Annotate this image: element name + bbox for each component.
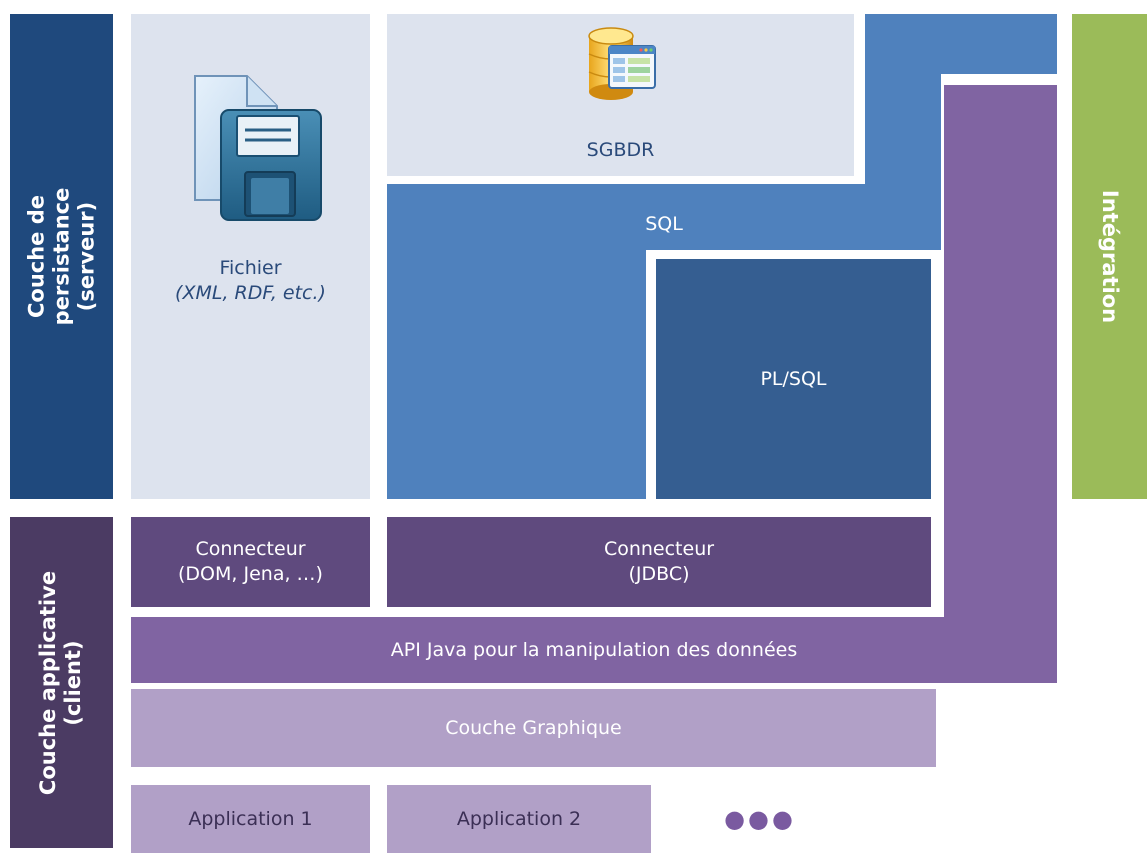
- applicative-label-line2: (client): [61, 639, 86, 726]
- applicative-layer-label: Couche applicative (client): [10, 517, 113, 848]
- application-2: Application 2: [387, 785, 651, 853]
- connector-db-detail: (JDBC): [628, 563, 690, 585]
- gui-layer: Couche Graphique: [131, 689, 936, 767]
- persistence-layer-label: Couche de persistance (serveur): [10, 14, 113, 499]
- database-table-icon: [585, 26, 659, 102]
- file-storage-panel: Fichier (XML, RDF, etc.): [131, 14, 370, 499]
- api-java-band: API Java pour la manipulation des donnée…: [131, 617, 1057, 683]
- floppy-file-icon: [193, 74, 325, 224]
- integration-vertical-bar: [944, 85, 1057, 683]
- more-applications-indicator: ●●●: [724, 805, 796, 833]
- integration-label: Intégration: [1072, 14, 1147, 499]
- application-1: Application 1: [131, 785, 370, 853]
- sql-left-column: [387, 250, 646, 499]
- connector-file-title: Connecteur: [195, 538, 306, 560]
- persistence-label-line2: persistance: [49, 187, 73, 326]
- sql-top-arm: [865, 14, 1057, 74]
- sql-band: [387, 184, 941, 250]
- plsql-block: PL/SQL: [656, 259, 931, 499]
- connector-db: Connecteur (JDBC): [387, 517, 931, 607]
- applicative-label-line1: Couche applicative: [36, 570, 61, 795]
- connector-file: Connecteur (DOM, Jena, …): [131, 517, 370, 607]
- file-sublabel: (XML, RDF, etc.): [175, 282, 326, 304]
- connector-file-detail: (DOM, Jena, …): [178, 563, 323, 585]
- file-label: Fichier: [219, 257, 282, 279]
- sgbdr-label: SGBDR: [586, 139, 655, 161]
- persistence-label-line3: (serveur): [74, 201, 98, 312]
- sql-label: SQL: [645, 213, 683, 235]
- persistence-label-line1: Couche de: [24, 194, 48, 319]
- sgbdr-panel: SGBDR: [387, 14, 854, 176]
- file-label-block: Fichier (XML, RDF, etc.): [131, 256, 370, 306]
- connector-db-title: Connecteur: [603, 538, 715, 560]
